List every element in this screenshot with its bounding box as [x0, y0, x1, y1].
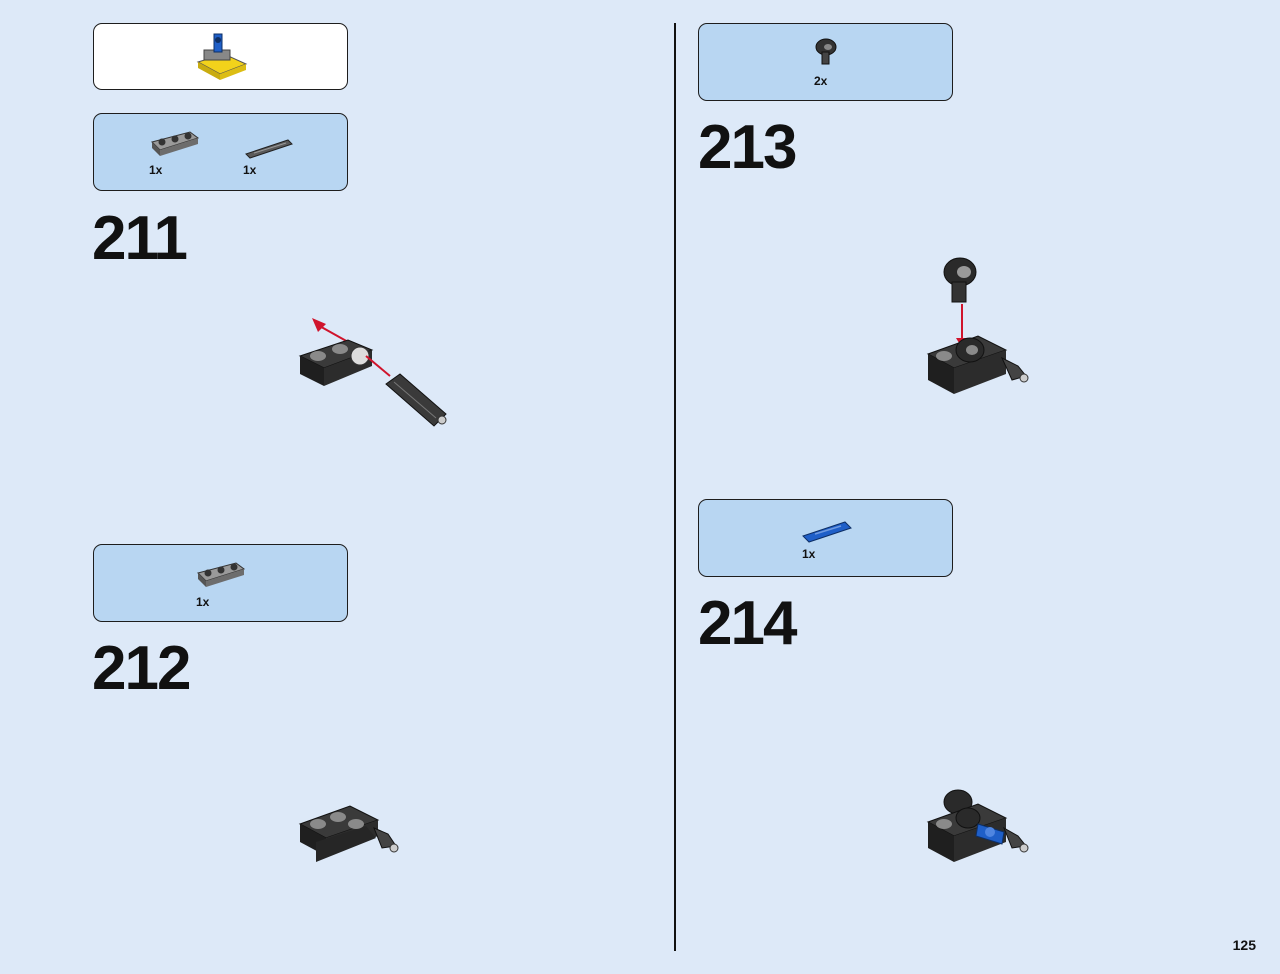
- blue-pin-icon: [802, 521, 852, 543]
- arrow-icon: [312, 318, 326, 332]
- axle-icon: [245, 139, 293, 159]
- parts-callout-214: 1x: [698, 499, 953, 577]
- step-212-assembly: [298, 805, 399, 862]
- step-211-assembly: [298, 318, 447, 427]
- step-number: 212: [92, 634, 191, 703]
- parts-callout-211: 1x 1x: [93, 113, 348, 191]
- step-number: 211: [92, 204, 188, 273]
- step-214-assembly: [926, 789, 1029, 862]
- page-divider: [674, 23, 676, 951]
- liftarm-icon: [197, 562, 246, 587]
- part-qty-label: 1x: [196, 595, 210, 609]
- step-number: 214: [698, 589, 797, 658]
- liftarm-icon: [151, 131, 200, 156]
- parts-callout-213: 2x: [698, 23, 953, 101]
- page-number: 125: [1232, 937, 1256, 953]
- part-qty-label: 1x: [802, 547, 816, 561]
- step-number: 213: [698, 113, 797, 182]
- part-qty-label: 2x: [814, 74, 828, 88]
- part-qty-label: 1x: [243, 163, 257, 177]
- parts-callout-212: 1x: [93, 544, 348, 622]
- part-qty-label: 1x: [149, 163, 163, 177]
- step-213-assembly: [926, 257, 1029, 394]
- submodel-callout: [93, 23, 348, 90]
- submodel-icon: [196, 33, 248, 80]
- connector-icon: [815, 38, 837, 65]
